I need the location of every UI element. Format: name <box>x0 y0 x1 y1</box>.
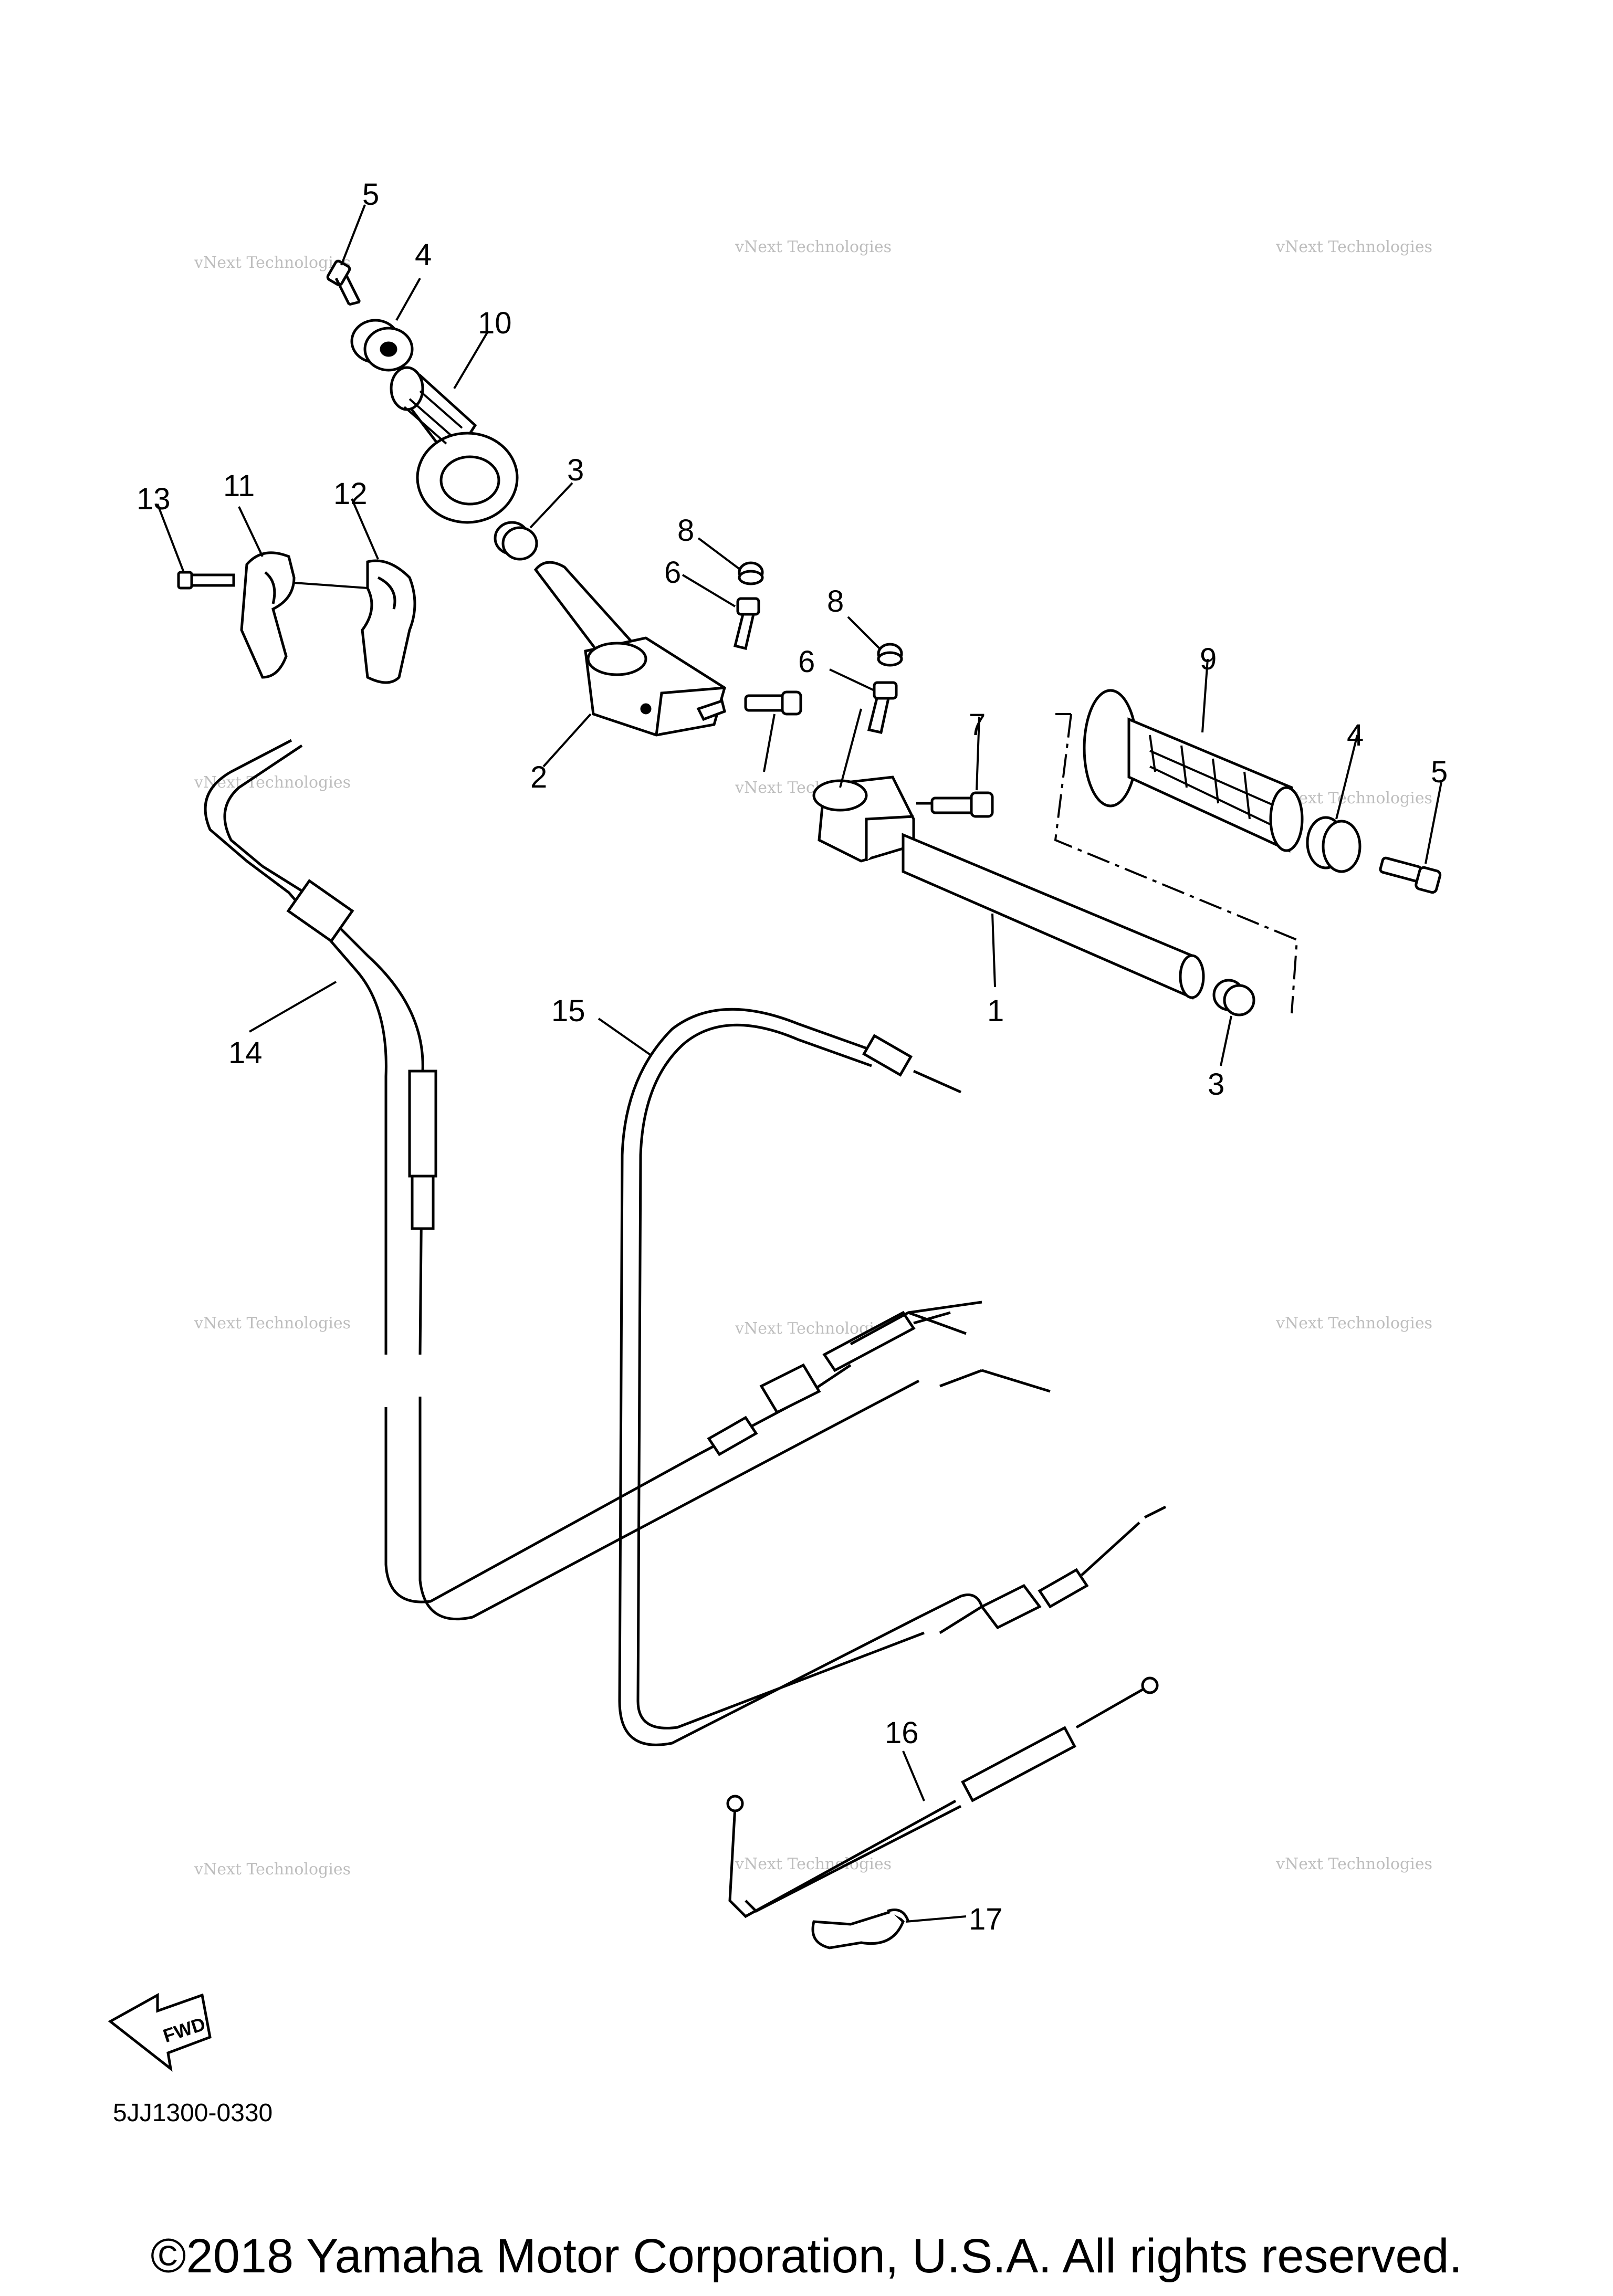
part-14-throttle-cable <box>204 739 1051 1621</box>
callout-4-right: 4 <box>1347 718 1364 752</box>
callout-labels: 1 2 3 3 4 4 5 5 6 6 7 8 8 9 10 11 12 13 … <box>137 177 1448 1936</box>
part-7-bolt <box>930 791 994 818</box>
callout-2: 2 <box>530 760 547 794</box>
callout-12: 12 <box>333 477 368 511</box>
diagram-code: 5JJ1300-0330 <box>113 2099 273 2127</box>
callout-8-upper: 8 <box>677 513 694 548</box>
part-16-cable <box>726 1676 1159 1918</box>
part-6-bolt-upper <box>733 597 760 651</box>
watermark-text: vNext Technologies <box>735 1855 892 1873</box>
watermark-text: vNext Technologies <box>735 238 892 256</box>
watermark-text: vNext Technologies <box>1275 1314 1432 1333</box>
callout-9: 9 <box>1200 642 1217 676</box>
callout-5-right: 5 <box>1431 755 1448 789</box>
watermark-text: vNext Technologies <box>194 1314 351 1333</box>
callout-1: 1 <box>987 994 1004 1028</box>
callout-6-lower: 6 <box>798 645 815 679</box>
part-5-bolt-left <box>326 259 361 306</box>
part-4-bar-end-weight-left <box>350 319 414 372</box>
watermark-text: vNext Technologies <box>1275 1855 1432 1873</box>
callout-17: 17 <box>969 1902 1003 1936</box>
callout-7: 7 <box>969 708 986 742</box>
part-11-throttle-housing-upper <box>240 551 296 679</box>
callout-14: 14 <box>228 1036 263 1070</box>
callout-3-right: 3 <box>1208 1067 1224 1102</box>
watermark-group: vNext Technologies vNext Technologies vN… <box>194 238 1432 1879</box>
part-3-collar-top <box>494 521 538 561</box>
part-13-screw <box>177 571 235 590</box>
part-6-bolt-lower <box>867 681 898 734</box>
part-9-grip-right <box>1083 689 1304 853</box>
callout-10: 10 <box>478 306 512 340</box>
part-8-cap-upper <box>738 561 764 585</box>
part-8-cap-lower <box>877 643 903 667</box>
callout-16: 16 <box>885 1716 919 1750</box>
watermark-text: vNext Technologies <box>1275 238 1432 256</box>
part-15-clutch-cable <box>618 1008 1167 1746</box>
part-3-collar-right <box>1212 979 1255 1016</box>
part-2-handlebar-clamp-left <box>533 561 726 737</box>
watermark-text: vNext Technologies <box>194 1860 351 1879</box>
part-12-throttle-housing-lower <box>361 559 416 684</box>
callout-3-top: 3 <box>567 453 584 487</box>
part-4-bar-end-weight-right <box>1306 816 1361 873</box>
fwd-arrow-icon: FWD <box>108 1993 212 2072</box>
part-10-throttle-grip <box>390 366 519 524</box>
watermark-text: vNext Technologies <box>194 254 351 272</box>
watermark-text: vNext Technologies <box>194 773 351 792</box>
callout-6-upper: 6 <box>664 555 681 590</box>
callout-11: 11 <box>223 469 255 503</box>
part-17-clip <box>811 1909 910 1949</box>
callout-5-left: 5 <box>362 177 379 212</box>
part-1-handlebar-right <box>812 775 1205 1000</box>
callout-4-left: 4 <box>415 238 432 272</box>
callout-15: 15 <box>551 994 585 1028</box>
callout-8-lower: 8 <box>827 584 844 618</box>
callout-13: 13 <box>137 482 171 516</box>
part-5-bolt-right <box>1379 856 1442 894</box>
bolt-clamp-left <box>744 690 802 716</box>
copyright-footer: ©2018 Yamaha Motor Corporation, U.S.A. A… <box>150 2229 1463 2283</box>
